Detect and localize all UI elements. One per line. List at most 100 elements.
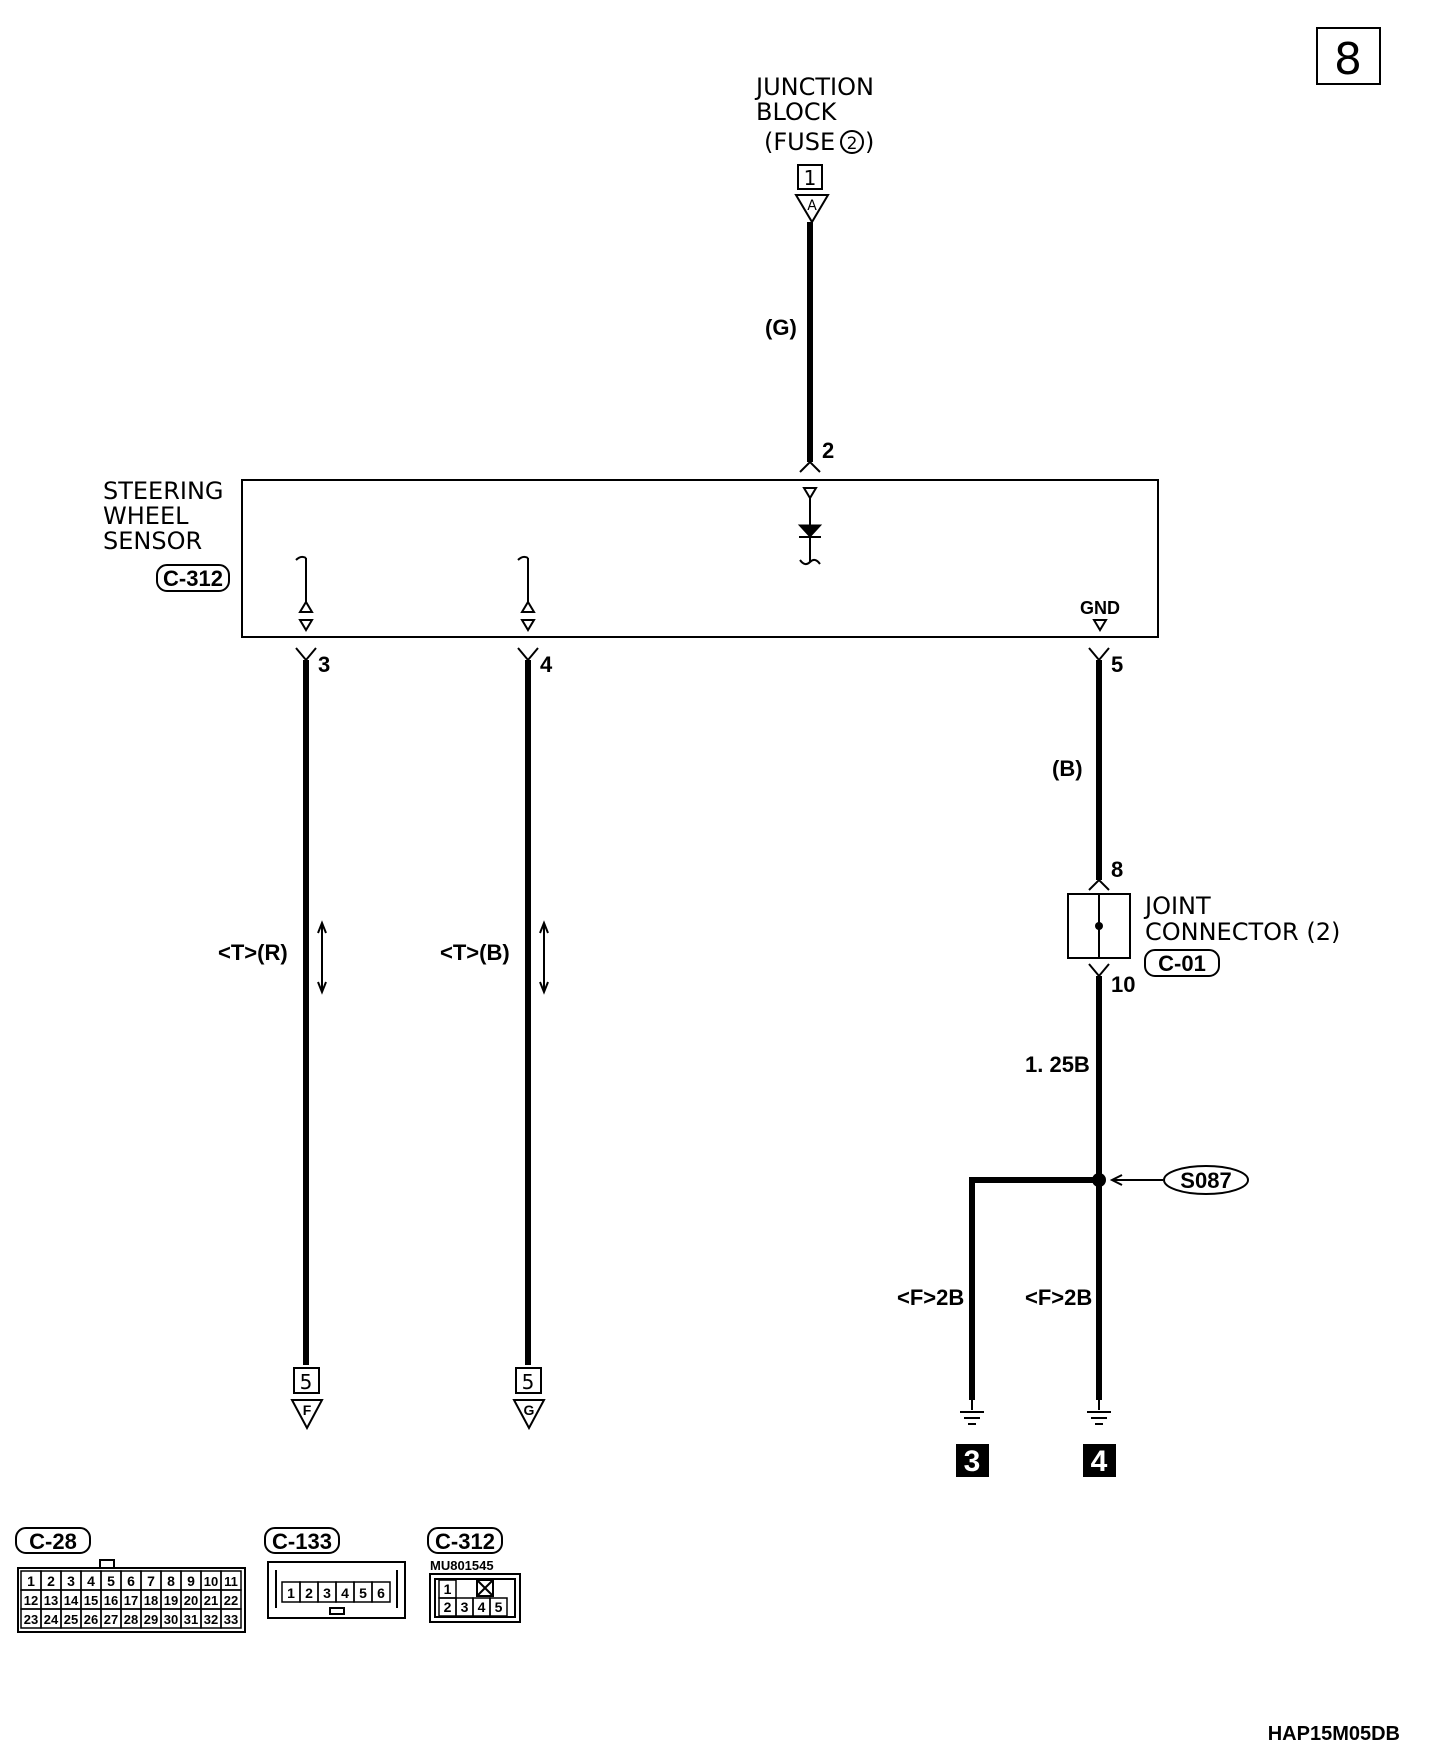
c312-pin-4-label: 4 (478, 1599, 486, 1615)
c312-tag (427, 1527, 503, 1554)
wire-label-left-branch: <F>2B (897, 1285, 964, 1310)
c28-pin-26-label: 26 (84, 1612, 98, 1627)
wire-label-pin-3: <T>(R) (218, 940, 288, 965)
c28-pin-28-label: 28 (124, 1612, 138, 1627)
joint-line-2: CONNECTOR (2) (1145, 918, 1340, 946)
c133-pin-6-cell (371, 1581, 391, 1603)
c28-pin-30-label: 30 (164, 1612, 178, 1627)
c28-pin-33-label: 33 (224, 1612, 238, 1627)
splice-pointer-arrow-icon (1109, 1174, 1123, 1186)
c28-pin-22-label: 22 (224, 1593, 238, 1608)
junction-connector-number: 1 (804, 166, 817, 190)
joint-connector-tag (1144, 949, 1220, 977)
c28-pin-20-label: 20 (184, 1593, 198, 1608)
offpage-g-box (515, 1367, 542, 1394)
c28-pin-7-label: 7 (147, 1573, 155, 1589)
wire-label-125b: 1. 25B (1025, 1052, 1090, 1077)
pin-3-up-terminal-icon (298, 600, 314, 613)
c133-pin-5-label: 5 (359, 1585, 367, 1601)
sensor-line-2: WHEEL (103, 502, 189, 530)
c28-pin-10-label: 10 (204, 1574, 218, 1589)
c28-body (17, 1567, 246, 1633)
wire-label-b: (B) (1052, 756, 1083, 781)
c133-id: C-133 (272, 1529, 332, 1554)
wire-label-pin-4: <T>(B) (440, 940, 510, 965)
pin-2-connector-icon (799, 460, 821, 473)
ground-3-number: 3 (964, 1445, 981, 1478)
c133-body (267, 1561, 406, 1619)
offpage-f-number: 5 (300, 1370, 313, 1394)
c28-pin-5-label: 5 (107, 1573, 115, 1589)
splice-id-tag (1163, 1165, 1249, 1195)
pin-3-internal (295, 555, 314, 632)
c312-pin-5-cell (489, 1597, 508, 1617)
sensor-line-3: SENSOR (103, 527, 202, 555)
steering-wheel-sensor-box (241, 479, 1159, 638)
offpage-f-arrow-icon (290, 1399, 324, 1431)
c28-id: C-28 (29, 1529, 77, 1554)
gnd-label: GND (1080, 598, 1120, 618)
c28-pin-12-label: 12 (24, 1593, 38, 1608)
c312-part-number: MU801545 (430, 1558, 494, 1573)
c133-pin-3-label: 3 (323, 1585, 331, 1601)
joint-connector-id: C-01 (1158, 951, 1206, 976)
c28-pin-15-label: 15 (84, 1593, 98, 1608)
pin-3-break-icon (295, 555, 307, 561)
c133-pin-1-label: 1 (287, 1585, 295, 1601)
offpage-f-box (293, 1367, 320, 1394)
c28-pin-21-label: 21 (204, 1593, 218, 1608)
pin-10-label: 10 (1111, 972, 1135, 997)
c28-pin-9-label: 9 (187, 1573, 195, 1589)
wire-label-g: (G) (765, 315, 797, 340)
page-number-box (1316, 27, 1381, 85)
fuse-number: 2 (847, 134, 858, 154)
fuse-number-circle (840, 130, 864, 154)
c28-pin-29-label: 29 (144, 1612, 158, 1627)
offpage-g-number: 5 (522, 1370, 535, 1394)
gnd-terminal-icon (1092, 619, 1108, 632)
c312-pin-2-label: 2 (444, 1599, 452, 1615)
pin-8-label: 8 (1111, 857, 1123, 882)
pin-4-up-terminal-icon (520, 600, 536, 613)
c28-pin-27-label: 27 (104, 1612, 118, 1627)
c28-pin-32-label: 32 (204, 1612, 218, 1627)
page-number: 8 (1334, 34, 1362, 85)
diode-icon (797, 524, 823, 538)
c28-pin-25-label: 25 (64, 1612, 78, 1627)
c28-pin-16-label: 16 (104, 1593, 118, 1608)
splice-id: S087 (1180, 1168, 1231, 1193)
ground-3-badge (956, 1444, 989, 1477)
pin-4-bidirectional-icon (539, 920, 549, 995)
c28-pin-4-label: 4 (87, 1573, 95, 1589)
offpage-f-letter: F (303, 1402, 312, 1418)
c28-pin-18-label: 18 (144, 1593, 158, 1608)
c28-tag (15, 1527, 91, 1554)
c312-pin-1-label: 1 (444, 1581, 452, 1597)
c312-inner (434, 1578, 516, 1618)
joint-line-1: JOINT (1143, 892, 1211, 920)
c28-pin-24-label: 24 (44, 1612, 59, 1627)
pin-5-label: 5 (1111, 652, 1123, 677)
diode-break-icon (799, 558, 821, 566)
pin-2-internal-terminal-icon (802, 487, 818, 500)
junction-line-3: (FUSE (764, 128, 835, 156)
c312-empty-cavity-icon (476, 1579, 494, 1597)
pin-10-connector-icon (1088, 963, 1110, 978)
c28-pin-33-cell (220, 1608, 242, 1629)
junction-line-2: BLOCK (756, 98, 838, 126)
ground-4-badge (1083, 1444, 1116, 1477)
pin-4-down-terminal-icon (520, 619, 536, 632)
pin-8-connector-icon (1088, 878, 1110, 891)
pin-3-connector-icon (295, 647, 317, 662)
pin-4-break-icon (517, 555, 529, 561)
c133-pin-4-label: 4 (341, 1585, 349, 1601)
pin-2-label: 2 (822, 438, 834, 463)
wire-branch-left (969, 1177, 1099, 1400)
ground-4-number: 4 (1091, 1445, 1108, 1478)
